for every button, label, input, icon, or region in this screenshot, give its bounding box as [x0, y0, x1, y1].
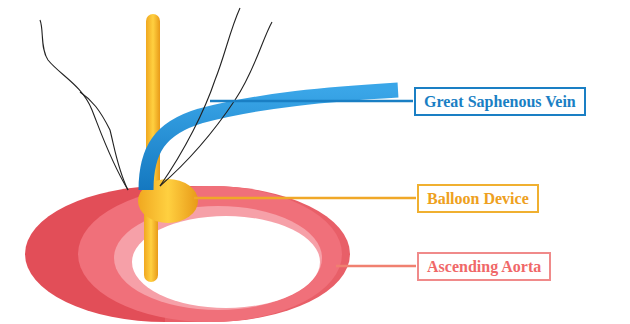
aorta-lumen: [132, 216, 320, 308]
suture: [40, 20, 128, 190]
suture: [160, 22, 272, 186]
label-text: Ascending Aorta: [427, 257, 541, 276]
label-box: Ascending Aorta: [417, 252, 551, 281]
label-box: Great Saphenous Vein: [414, 87, 586, 116]
suture: [80, 92, 128, 190]
label-text: Great Saphenous Vein: [424, 92, 576, 111]
label-text: Balloon Device: [427, 189, 529, 208]
leader-line: [336, 265, 416, 268]
great-saphenous-vein: [146, 90, 398, 190]
leader-line: [210, 100, 413, 103]
sutures: [40, 8, 272, 190]
suture: [160, 8, 240, 186]
aorta-front: [78, 186, 342, 322]
label-box: Balloon Device: [417, 184, 539, 213]
leader-line: [194, 197, 416, 200]
